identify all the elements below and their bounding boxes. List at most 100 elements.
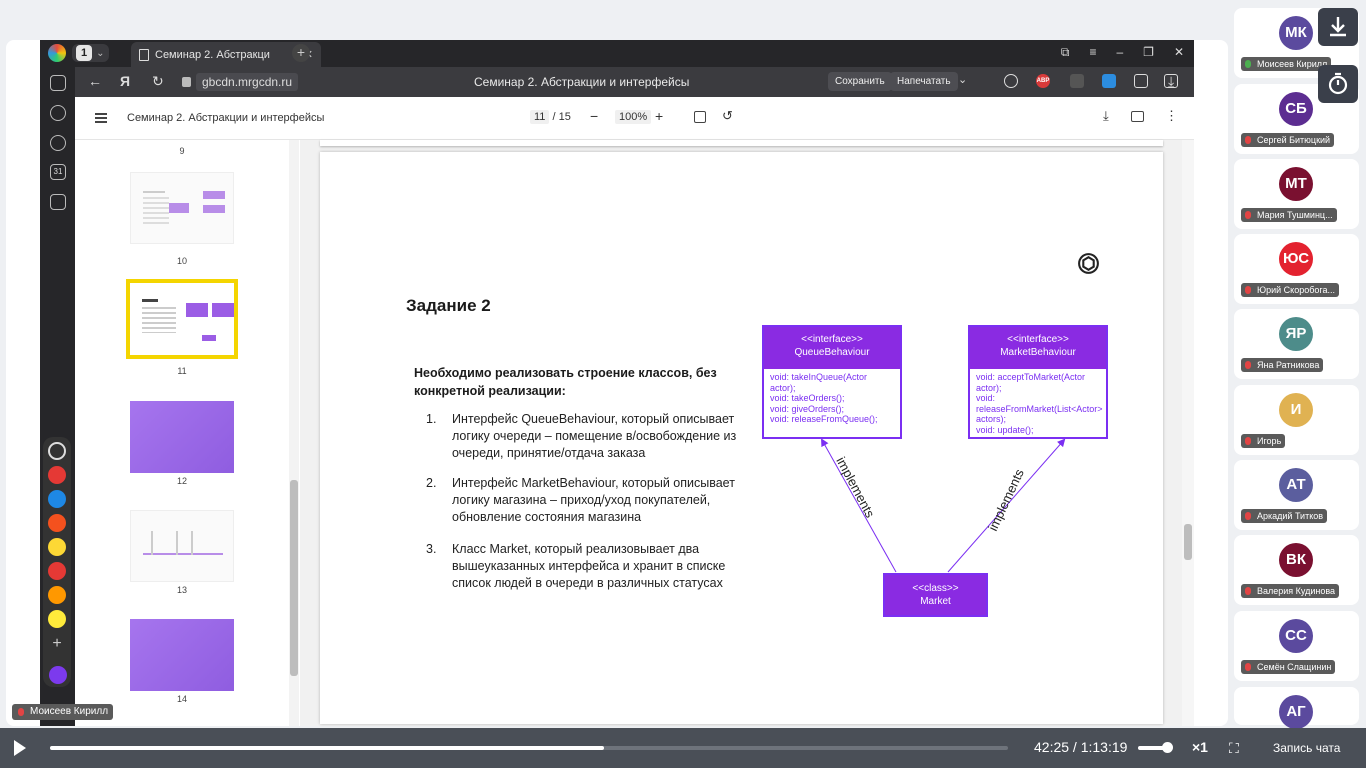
avatar: И	[1279, 393, 1313, 427]
messenger-app-icon[interactable]	[48, 490, 66, 508]
add-app-icon[interactable]: +	[52, 635, 62, 652]
progress-fill	[50, 746, 604, 750]
thumbnail-page[interactable]	[130, 401, 234, 473]
screenshot-icon[interactable]	[50, 194, 66, 210]
thumbnail-scrollbar[interactable]	[289, 140, 299, 726]
volume-knob[interactable]	[1162, 742, 1173, 753]
participant-tile[interactable]: АГ	[1234, 687, 1359, 729]
zoom-level[interactable]: 100%	[615, 110, 652, 124]
thumbnail-page-selected[interactable]	[126, 279, 238, 359]
translate-app-icon[interactable]	[48, 562, 66, 580]
speed-button[interactable]: ×1	[1192, 739, 1208, 755]
thumbnail-page[interactable]	[130, 619, 234, 691]
back-arrow-icon[interactable]: ←	[88, 73, 102, 89]
mic-muted-icon	[1245, 136, 1251, 144]
reload-icon[interactable]: ↻	[152, 73, 164, 89]
menu-icon[interactable]: ≡	[1089, 45, 1097, 59]
participant-name: Семён Слащинин	[1241, 660, 1336, 674]
music-app-icon[interactable]	[48, 538, 66, 556]
thumbnail-label: 13	[176, 585, 187, 595]
list-item: 2. Интерфейс MarketBehaviour, который оп…	[426, 475, 756, 526]
play-icon[interactable]	[14, 740, 26, 756]
participant-name-text: Семён Слащинин	[1257, 662, 1332, 672]
participant-name-text: Сергей Битюцкий	[1257, 135, 1331, 145]
tab-count: 1	[76, 45, 93, 61]
pdf-title: Семинар 2. Абстракции и интерфейсы	[127, 112, 325, 124]
rotate-icon[interactable]: ↺	[722, 108, 733, 123]
download-icon[interactable]: ⤓	[1103, 108, 1109, 123]
play-icon[interactable]	[50, 135, 66, 151]
reader-icon[interactable]	[1134, 74, 1148, 88]
list-text: Интерфейс MarketBehaviour, который описы…	[452, 476, 735, 524]
more-options-icon[interactable]: ⋮	[1165, 108, 1178, 123]
timer-button[interactable]	[1318, 65, 1358, 103]
participant-tile[interactable]: СС Семён Слащинин	[1234, 611, 1359, 681]
new-tab-button[interactable]: +	[292, 44, 310, 62]
bulb-icon[interactable]	[1004, 74, 1018, 88]
thumbnail-page[interactable]	[130, 510, 234, 582]
share-icon[interactable]	[1164, 74, 1178, 88]
collections-icon[interactable]	[50, 75, 66, 91]
calendar-icon[interactable]: 31	[50, 164, 66, 180]
mic-muted-icon	[18, 708, 24, 716]
progress-track[interactable]	[50, 746, 1008, 750]
profile-avatar[interactable]	[48, 44, 66, 62]
participant-tile[interactable]: ЮС Юрий Скоробога...	[1234, 234, 1359, 304]
volume-slider[interactable]	[1138, 746, 1170, 750]
print-button[interactable]: Напечатать	[890, 72, 958, 91]
zoom-out-button[interactable]: −	[590, 108, 599, 124]
save-button[interactable]: Сохранить	[828, 72, 892, 91]
adblock-icon[interactable]: ABP	[1036, 74, 1050, 88]
mic-muted-icon	[1245, 587, 1251, 595]
participant-name-text: Мария Тушминц...	[1257, 210, 1333, 220]
market-app-icon[interactable]	[48, 610, 66, 628]
participant-name-text: Юрий Скоробога...	[1257, 285, 1335, 295]
zoom-in-button[interactable]: +	[655, 108, 664, 124]
thumbnail-label: 11	[177, 366, 187, 376]
kinopoisk-app-icon[interactable]	[48, 514, 66, 532]
minimize-button[interactable]: –	[1116, 45, 1124, 59]
viewer-scrollbar[interactable]	[1182, 140, 1194, 726]
page-number-input[interactable]: 11	[530, 110, 550, 124]
active-tab[interactable]: Семинар 2. Абстракци ✕	[131, 42, 321, 67]
uml-stereotype: <<interface>>	[1007, 334, 1069, 345]
avatar: СС	[1279, 619, 1313, 653]
yandex-icon[interactable]: Я	[120, 73, 131, 89]
thumbnail-panel: 9 10 11 12 13 14	[75, 140, 300, 726]
menu-icon[interactable]	[95, 113, 107, 123]
mic-muted-icon	[1245, 437, 1251, 445]
fullscreen-icon[interactable]: ⛶	[1229, 740, 1239, 756]
fit-page-icon[interactable]	[694, 111, 706, 123]
collections-icon[interactable]: ⧉	[1060, 45, 1070, 59]
openai-app-icon[interactable]	[48, 442, 66, 460]
slide-intro: Необходимо реализовать строение классов,…	[414, 366, 717, 398]
mail-app-icon[interactable]	[48, 586, 66, 604]
thumbnail-page[interactable]	[130, 172, 234, 244]
list-number: 3.	[426, 542, 437, 556]
previous-page-edge	[320, 140, 1163, 146]
uml-class-name: QueueBehaviour	[794, 347, 870, 358]
avatar: ЮС	[1279, 242, 1313, 276]
history-icon[interactable]	[50, 105, 66, 121]
audio-icon[interactable]	[1102, 74, 1116, 88]
alice-icon[interactable]	[49, 666, 67, 684]
url-field[interactable]: gbcdn.mrgcdn.ru	[196, 73, 299, 91]
chat-record-button[interactable]: Запись чата	[1273, 741, 1341, 755]
extension-icon[interactable]	[1070, 74, 1084, 88]
restore-button[interactable]: ❐	[1143, 45, 1154, 59]
tab-group-button[interactable]: 1 ⌄	[72, 44, 109, 62]
list-item: 1. Интерфейс QueueBehaviour, который опи…	[426, 411, 756, 462]
close-window-button[interactable]: ✕	[1173, 45, 1184, 59]
download-icon[interactable]: ⤓	[1168, 73, 1175, 89]
chevron-down-icon[interactable]: ⌄	[958, 74, 968, 86]
print-icon[interactable]	[1131, 111, 1144, 122]
download-button[interactable]	[1318, 8, 1358, 46]
mic-muted-icon	[1245, 512, 1251, 520]
maps-app-icon[interactable]	[48, 466, 66, 484]
uml-class-name: MarketBehaviour	[1000, 347, 1076, 358]
